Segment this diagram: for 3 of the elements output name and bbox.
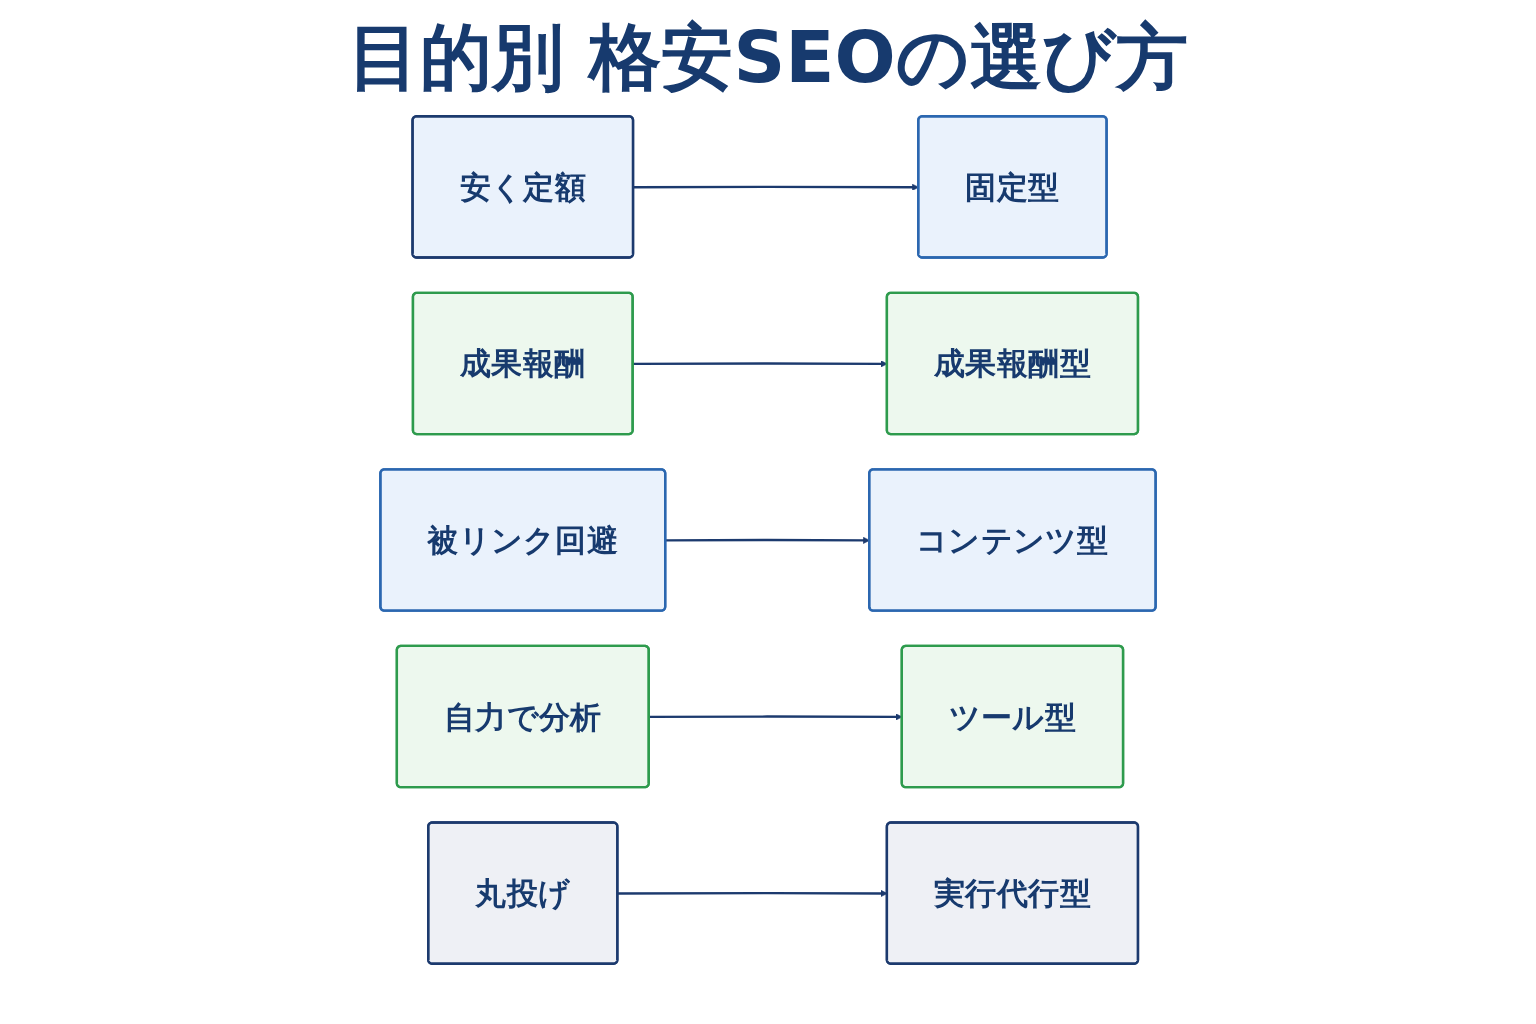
arrow xyxy=(633,184,919,192)
title: 目的別 格安SEOの選び方 xyxy=(347,14,1189,101)
arrow xyxy=(665,537,870,545)
